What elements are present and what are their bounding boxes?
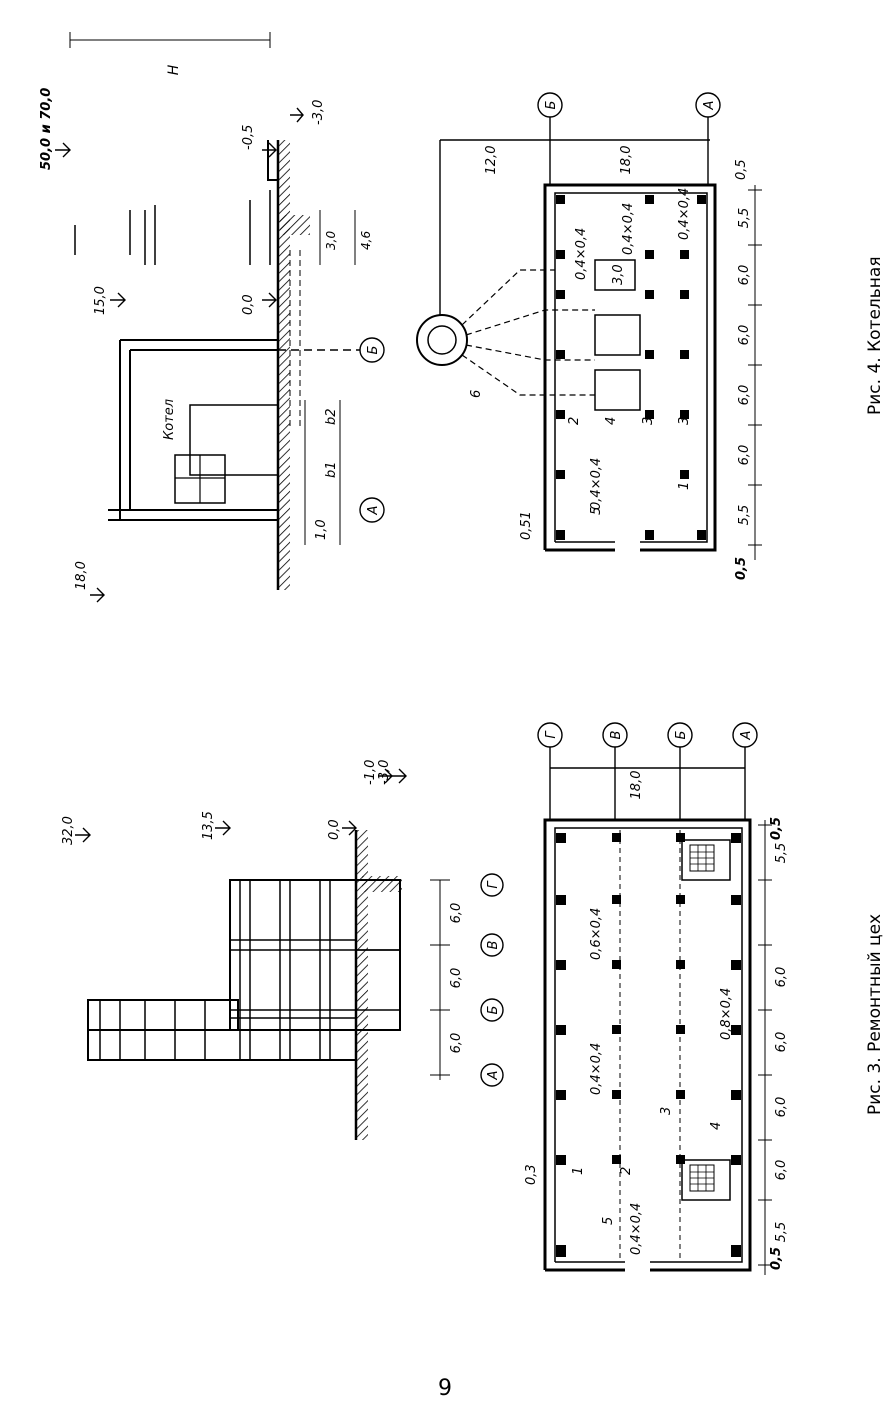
fig4-plan-axis-b: Б	[544, 100, 559, 109]
fig4-dim-b1: b1	[324, 461, 339, 478]
fig4-plan-end-left: 0,5	[734, 557, 749, 580]
fig4-elev-m3: -3,0	[311, 100, 326, 125]
fig3-plan-step-3: 6,0	[774, 1097, 789, 1118]
fig3-plan-n3: 3	[659, 1107, 674, 1115]
fig3-plan-col3: 0,8×0,4	[719, 988, 734, 1040]
fig4-plan-step-2: 6,0	[737, 445, 752, 466]
fig3-section-span-1: 6,0	[449, 903, 464, 924]
fig4-plan-end-right: 0,5	[734, 159, 749, 180]
fig4-plan-col1: 0,4×0,4	[589, 458, 604, 510]
fig4-elev-50: 50,0 и 70,0	[39, 88, 54, 170]
fig3-elev-m3: -3,0	[377, 760, 392, 785]
fig3-elev-13-5: 13,5	[201, 811, 216, 840]
fig3-section-span-3: 6,0	[449, 1033, 464, 1054]
fig3-plan-axis-v: В	[609, 730, 624, 739]
fig4-boiler-label: Котел	[162, 399, 177, 440]
fig4-plan-box: 3,0	[611, 264, 626, 285]
fig4-plan-col3: 0,4×0,4	[621, 203, 636, 255]
fig4-elev-0: 0,0	[241, 294, 256, 315]
fig4-plan-step-6: 5,5	[737, 208, 752, 229]
fig4-plan: Б А 12,0 18,0 5,5 6,0 6,0 6,0 6,0 5,5 0,…	[416, 92, 762, 580]
fig3-plan-step-2: 6,0	[774, 1160, 789, 1181]
fig3-plan-n4: 4	[709, 1122, 724, 1130]
fig4-elev-m05: -0,5	[241, 125, 256, 150]
fig3-section: 6,0 6,0 6,0 Г В Б А 32,0 13,5 0,0	[61, 760, 504, 1140]
fig4-plan-n6: 6	[469, 390, 484, 398]
fig3-plan-step-6: 5,5	[774, 843, 789, 864]
fig3-plan-end-left: 0,5	[769, 1247, 784, 1270]
fig4-plan-step-1: 5,5	[737, 505, 752, 526]
fig3-plan-n2: 2	[619, 1167, 634, 1175]
fig4-dim-3: 3,0	[324, 231, 338, 250]
fig4-H: H	[166, 64, 182, 75]
fig3-elev-32: 32,0	[61, 816, 76, 845]
page-number: 9	[438, 1376, 452, 1401]
fig4-plan-n2: 2	[567, 417, 582, 425]
fig3-plan-n5: 5	[601, 1217, 616, 1225]
fig4-caption: Рис. 4. Котельная	[865, 256, 885, 415]
fig4-plan-width-12: 12,0	[484, 146, 499, 175]
fig4-elev-15: 15,0	[93, 286, 108, 315]
fig3-plan-step-1: 5,5	[774, 1222, 789, 1243]
fig3-plan-n1: 1	[571, 1167, 586, 1175]
fig4-plan-n4: 4	[604, 417, 619, 425]
fig4-plan-width-18: 18,0	[619, 146, 634, 175]
fig3-section-span-2: 6,0	[449, 968, 464, 989]
fig3-plan-step-4: 6,0	[774, 1032, 789, 1053]
fig3-section-axis-b: Б	[486, 1005, 501, 1014]
fig3-section-axis-g: Г	[486, 880, 501, 889]
fig4-plan-col4: 0,4×0,4	[677, 188, 692, 240]
fig4-section: H 50,0 и 70,0 15,0 0,0 -0,5 -3,0 18,0 3,…	[39, 32, 385, 603]
fig4-plan-n5: 5	[589, 507, 604, 515]
fig4-plan-step-3: 6,0	[737, 385, 752, 406]
fig3-plan-col1: 0,6×0,4	[589, 908, 604, 960]
fig3-section-axis-a: А	[486, 1071, 501, 1081]
fig3-plan-wall: 0,3	[524, 1164, 539, 1185]
fig3-plan-axis-b: Б	[674, 730, 689, 739]
fig3-elev-m1: -1,0	[363, 760, 378, 785]
fig3-plan-step-5: 6,0	[774, 967, 789, 988]
fig3-plan-axis-g: Г	[544, 730, 559, 739]
fig3-plan-axis-a: А	[739, 731, 754, 741]
fig4-plan-wall: 0,51	[519, 511, 534, 540]
fig4-dim-b2: b2	[324, 408, 339, 425]
fig4-plan-n3b: 3	[677, 417, 692, 425]
fig4-dim-4-6: 4,6	[359, 231, 373, 250]
fig4-section-axis-b: Б	[366, 345, 381, 354]
fig3-section-axis-v: В	[486, 940, 501, 949]
fig3-plan-col4: 0,4×0,4	[629, 1203, 644, 1255]
fig3-elev-0: 0,0	[327, 819, 342, 840]
fig4-section-axis-a: А	[366, 506, 381, 516]
fig4-plan-col2: 0,4×0,4	[574, 228, 589, 280]
fig3-plan: Г В Б А 18,0 5,5 6,0 6,0 6,0 6,0 5,5 0,5…	[524, 722, 789, 1275]
fig4-plan-axis-a: А	[702, 101, 717, 111]
fig3-plan-col2: 0,4×0,4	[589, 1043, 604, 1095]
fig4-plan-step-4: 6,0	[737, 325, 752, 346]
fig4-plan-step-5: 6,0	[737, 265, 752, 286]
fig3-plan-width: 18,0	[629, 771, 644, 800]
fig3-plan-end-right: 0,5	[769, 817, 784, 840]
fig3-caption: Рис. 3. Ремонтный цех	[865, 914, 885, 1115]
fig4-dim-1: 1,0	[314, 519, 329, 540]
fig4-elev-18: 18,0	[74, 561, 89, 590]
fig4-plan-n3: 3	[641, 417, 656, 425]
fig4-plan-n1: 1	[677, 482, 692, 490]
